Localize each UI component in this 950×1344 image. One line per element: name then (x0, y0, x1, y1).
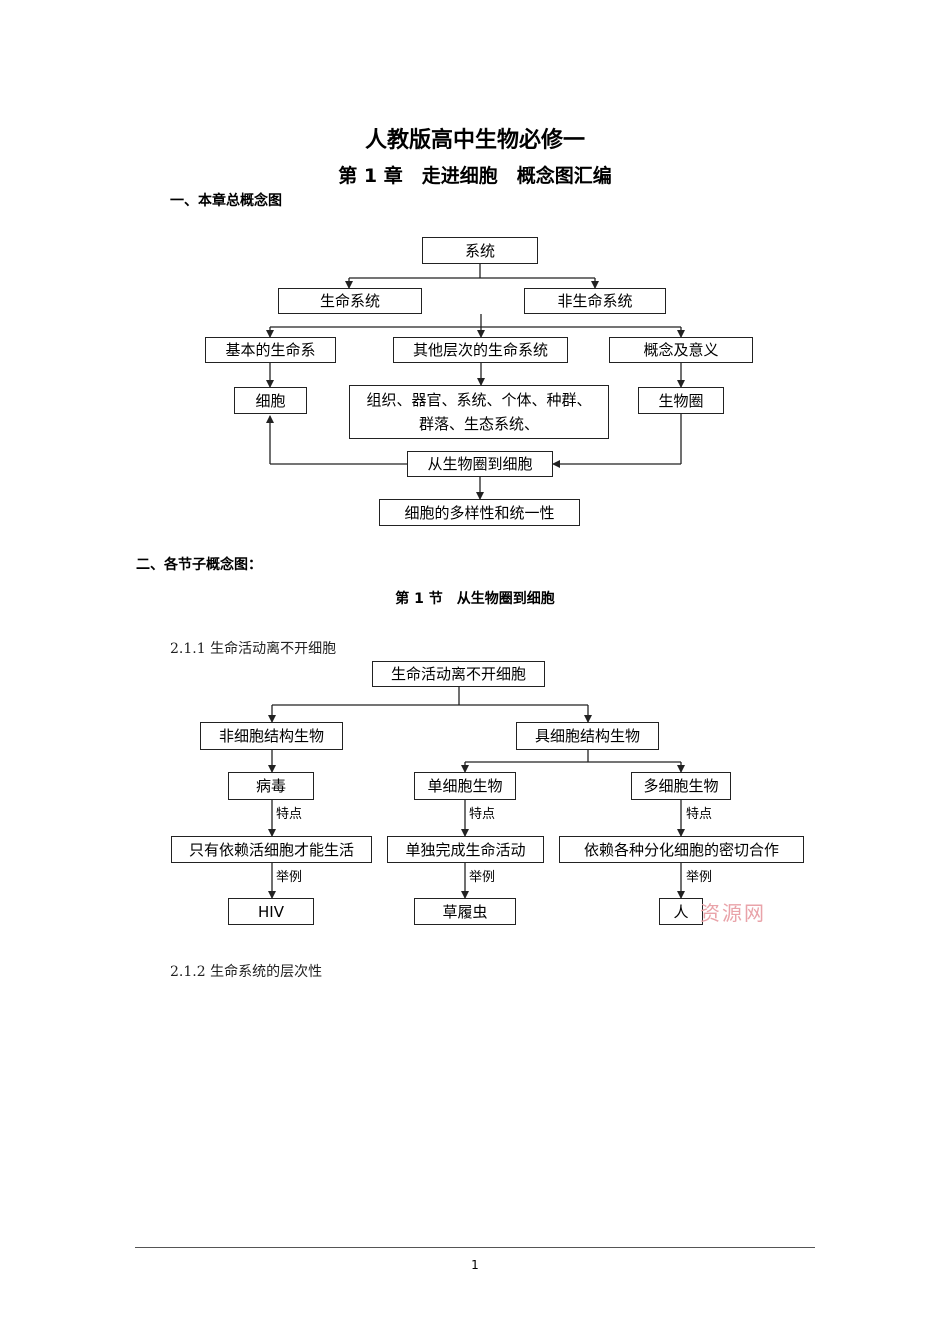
label-example-unicellular: 举例 (469, 870, 496, 885)
document-title: 人教版高中生物必修一 (364, 128, 585, 153)
node-virus-feature: 只有依赖活细胞才能生活 (171, 836, 372, 863)
node-life-system: 生命系统 (278, 288, 422, 314)
label-example-multicellular: 举例 (686, 870, 713, 885)
node-unicellular-feature: 单独完成生命活动 (387, 836, 544, 863)
node-multicellular: 多细胞生物 (631, 772, 731, 800)
label-feature-unicellular: 特点 (469, 807, 496, 822)
chapter-title: 第 1 章 走进细胞 概念图汇编 (338, 165, 612, 187)
node-system: 系统 (422, 237, 538, 264)
node-cell-diversity-unity: 细胞的多样性和统一性 (379, 499, 580, 526)
node-levels-list: 组织、器官、系统、个体、种群、 群落、生态系统、 (349, 385, 609, 439)
label-example-virus: 举例 (276, 870, 303, 885)
node-cell: 细胞 (234, 387, 307, 414)
subsection-2-1-2: 2.1.2 生命系统的层次性 (170, 964, 323, 980)
node-non-cellular-organisms: 非细胞结构生物 (200, 722, 343, 750)
node-example-human: 人 (659, 898, 703, 925)
subsection-2-1-1: 2.1.1 生命活动离不开细胞 (170, 641, 337, 657)
node-other-levels: 其他层次的生命系统 (393, 337, 568, 363)
node-virus: 病毒 (228, 772, 314, 800)
page-number: 1 (471, 1258, 479, 1272)
node-life-needs-cell: 生命活动离不开细胞 (372, 661, 545, 687)
watermark: 资源网 (700, 901, 766, 925)
node-example-paramecium: 草履虫 (414, 898, 516, 925)
node-biosphere: 生物圈 (638, 387, 724, 414)
node-multicellular-feature: 依赖各种分化细胞的密切合作 (559, 836, 804, 863)
node-basic-life-system: 基本的生命系 (205, 337, 336, 363)
section-heading-2: 二、各节子概念图： (136, 557, 262, 573)
section-node-title: 第 1 节 从生物圈到细胞 (395, 591, 555, 607)
label-feature-multicellular: 特点 (686, 807, 713, 822)
node-cellular-organisms: 具细胞结构生物 (516, 722, 659, 750)
label-feature-virus: 特点 (276, 807, 303, 822)
section-heading-1: 一、本章总概念图 (170, 193, 282, 209)
footer-divider (135, 1247, 815, 1248)
node-unicellular: 单细胞生物 (414, 772, 516, 800)
levels-line-2: 群落、生态系统、 (418, 415, 539, 433)
levels-line-1: 组织、器官、系统、个体、种群、 (366, 391, 592, 409)
node-biosphere-to-cell: 从生物圈到细胞 (407, 451, 553, 477)
node-concept-meaning: 概念及意义 (609, 337, 753, 363)
node-example-hiv: HIV (228, 898, 314, 925)
node-non-life-system: 非生命系统 (524, 288, 666, 314)
